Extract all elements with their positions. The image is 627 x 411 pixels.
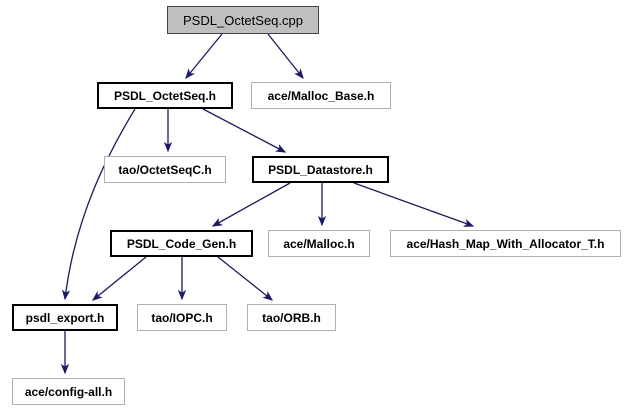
node-label: PSDL_OctetSeq.cpp xyxy=(183,12,303,28)
node-tao_octetseqc_h[interactable]: tao/OctetSeqC.h xyxy=(104,156,226,183)
node-label: ace/Malloc.h xyxy=(283,236,355,251)
node-label: ace/Hash_Map_With_Allocator_T.h xyxy=(406,236,605,251)
node-ace_malloc_h[interactable]: ace/Malloc.h xyxy=(268,230,370,257)
node-ace_malloc_base_h[interactable]: ace/Malloc_Base.h xyxy=(251,82,391,109)
node-psdl_datastore_h[interactable]: PSDL_Datastore.h xyxy=(252,156,389,183)
edge-psdl_octetseq_h-to-psdl_export_h xyxy=(61,108,136,301)
edge-psdl_datastore_h-to-ace_hash_map_h xyxy=(353,182,475,227)
node-psdl_code_gen_h[interactable]: PSDL_Code_Gen.h xyxy=(110,230,253,257)
node-tao_iopc_h[interactable]: tao/IOPC.h xyxy=(137,304,227,331)
node-tao_orb_h[interactable]: tao/ORB.h xyxy=(247,304,336,331)
node-label: tao/IOPC.h xyxy=(151,310,213,325)
edge-psdl_code_gen_h-to-tao_orb_h xyxy=(217,256,274,301)
node-ace_config_all_h[interactable]: ace/config-all.h xyxy=(12,378,125,405)
node-label: PSDL_Datastore.h xyxy=(268,162,373,177)
edge-psdl_octetseq_cpp-to-ace_malloc_base_h xyxy=(267,33,304,80)
edge-psdl_octetseq_h-to-psdl_datastore_h xyxy=(202,108,287,153)
node-psdl_octetseq_cpp: PSDL_OctetSeq.cpp xyxy=(167,6,319,34)
node-label: psdl_export.h xyxy=(25,310,105,325)
node-label: PSDL_Code_Gen.h xyxy=(126,236,237,251)
edge-psdl_datastore_h-to-psdl_code_gen_h xyxy=(211,182,291,227)
node-label: PSDL_OctetSeq.h xyxy=(113,88,217,103)
node-ace_hash_map_h[interactable]: ace/Hash_Map_With_Allocator_T.h xyxy=(390,230,621,257)
edge-psdl_code_gen_h-to-psdl_export_h xyxy=(91,256,147,301)
node-label: tao/ORB.h xyxy=(262,310,321,325)
node-psdl_export_h[interactable]: psdl_export.h xyxy=(12,304,118,331)
edge-psdl_octetseq_cpp-to-psdl_octetseq_h xyxy=(185,33,223,80)
node-label: ace/config-all.h xyxy=(24,384,113,399)
node-label: ace/Malloc_Base.h xyxy=(267,88,375,103)
node-label: tao/OctetSeqC.h xyxy=(118,162,212,177)
node-psdl_octetseq_h[interactable]: PSDL_OctetSeq.h xyxy=(97,82,233,109)
